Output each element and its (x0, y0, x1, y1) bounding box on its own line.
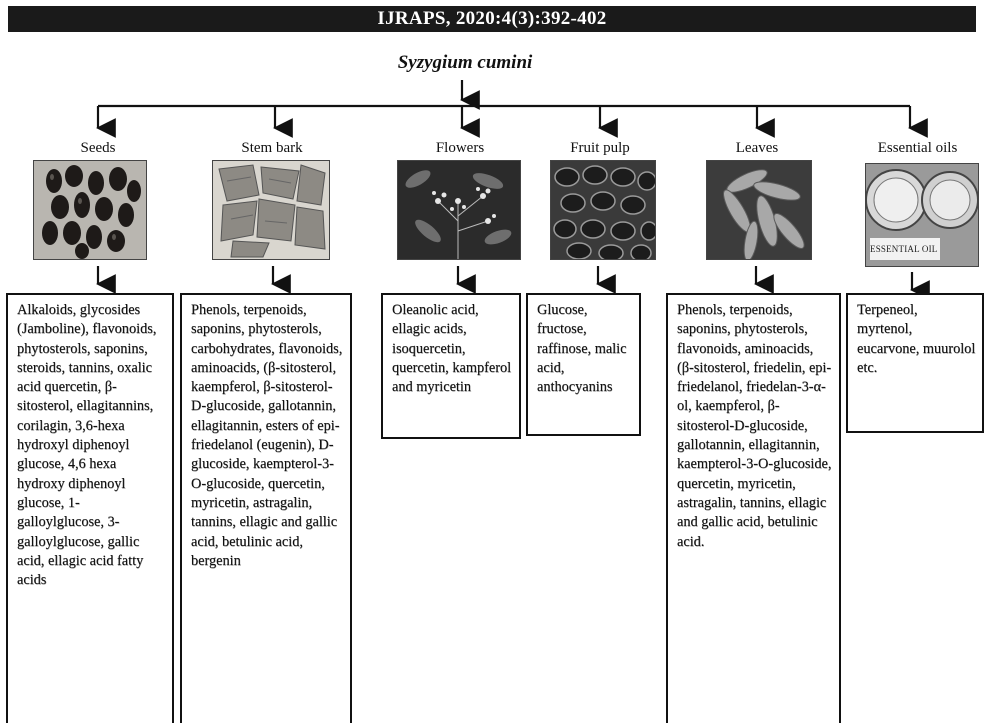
constituents-text-fruit-pulp: Glucose, fructose, raffinose, malic acid… (537, 302, 626, 395)
part-label-leaves: Leaves (697, 140, 817, 157)
constituents-box-fruit-pulp: Glucose, fructose, raffinose, malic acid… (526, 293, 641, 436)
constituents-box-flowers: Oleanolic acid, ellagic acids, isoquerce… (381, 293, 521, 439)
constituents-text-leaves: Phenols, terpenoids, saponins, phytoster… (677, 302, 831, 550)
constituents-box-leaves: Phenols, terpenoids, saponins, phytoster… (666, 293, 841, 723)
part-label-seeds: Seeds (58, 140, 138, 157)
constituents-text-essential-oils: Terpeneol, myrtenol, eucarvone, muurolol… (857, 302, 975, 376)
constituents-box-seeds: Alkaloids, glycosides (Jamboline), flavo… (6, 293, 174, 723)
part-label-essential-oils: Essential oils (855, 140, 980, 157)
constituents-box-essential-oils: Terpeneol, myrtenol, eucarvone, muurolol… (846, 293, 984, 433)
stem-bark-photo (212, 160, 330, 260)
part-label-fruit-pulp: Fruit pulp (545, 140, 655, 157)
part-label-stem-bark: Stem bark (222, 140, 322, 157)
constituents-text-seeds: Alkaloids, glycosides (Jamboline), flavo… (17, 302, 156, 588)
part-label-flowers: Flowers (400, 140, 520, 157)
constituents-text-stem-bark: Phenols, terpenoids, saponins, phytoster… (191, 302, 342, 569)
fruit-pulp-photo (550, 160, 656, 260)
flowers-photo (397, 160, 521, 260)
constituents-box-stem-bark: Phenols, terpenoids, saponins, phytoster… (180, 293, 352, 723)
constituents-text-flowers: Oleanolic acid, ellagic acids, isoquerce… (392, 302, 511, 395)
seeds-photo (33, 160, 147, 260)
essential-oil-image-caption: ESSENTIAL OIL (870, 244, 938, 254)
leaves-photo (706, 160, 812, 260)
